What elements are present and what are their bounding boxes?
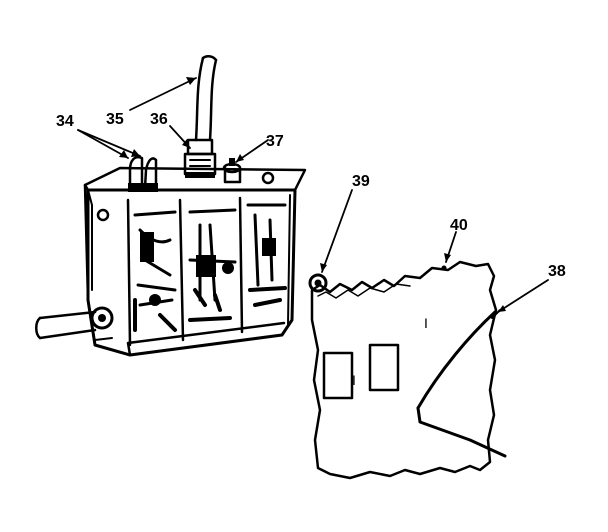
- leader-lines: [77, 77, 549, 313]
- callout-40: 40: [450, 217, 468, 234]
- fitting-36: [183, 138, 217, 178]
- tube-fittings-34: [128, 155, 158, 192]
- grommet-39: [308, 273, 328, 293]
- plate-mark-top: I: [424, 315, 428, 331]
- adjust-screw-37: [222, 158, 242, 184]
- callout-36: 36: [150, 111, 168, 128]
- valve-mechanism-center: [188, 208, 237, 322]
- callout-39: 39: [352, 173, 370, 190]
- side-fitting: [90, 306, 114, 341]
- callout-34: 34: [56, 113, 74, 130]
- valve-mechanism-left: [133, 210, 177, 332]
- cover-plate: I I: [310, 260, 498, 480]
- flex-tube-35: [194, 55, 218, 142]
- supply-pipe: [35, 310, 97, 340]
- control-box: [35, 166, 307, 357]
- valve-mechanism-right: [246, 203, 287, 307]
- plate-window-left: [322, 351, 354, 400]
- callout-38: 38: [548, 263, 566, 280]
- plate-mark-bottom: I: [352, 372, 356, 388]
- callout-35: 35: [106, 111, 124, 128]
- callout-37: 37: [266, 133, 284, 150]
- plate-window-right: [368, 343, 400, 392]
